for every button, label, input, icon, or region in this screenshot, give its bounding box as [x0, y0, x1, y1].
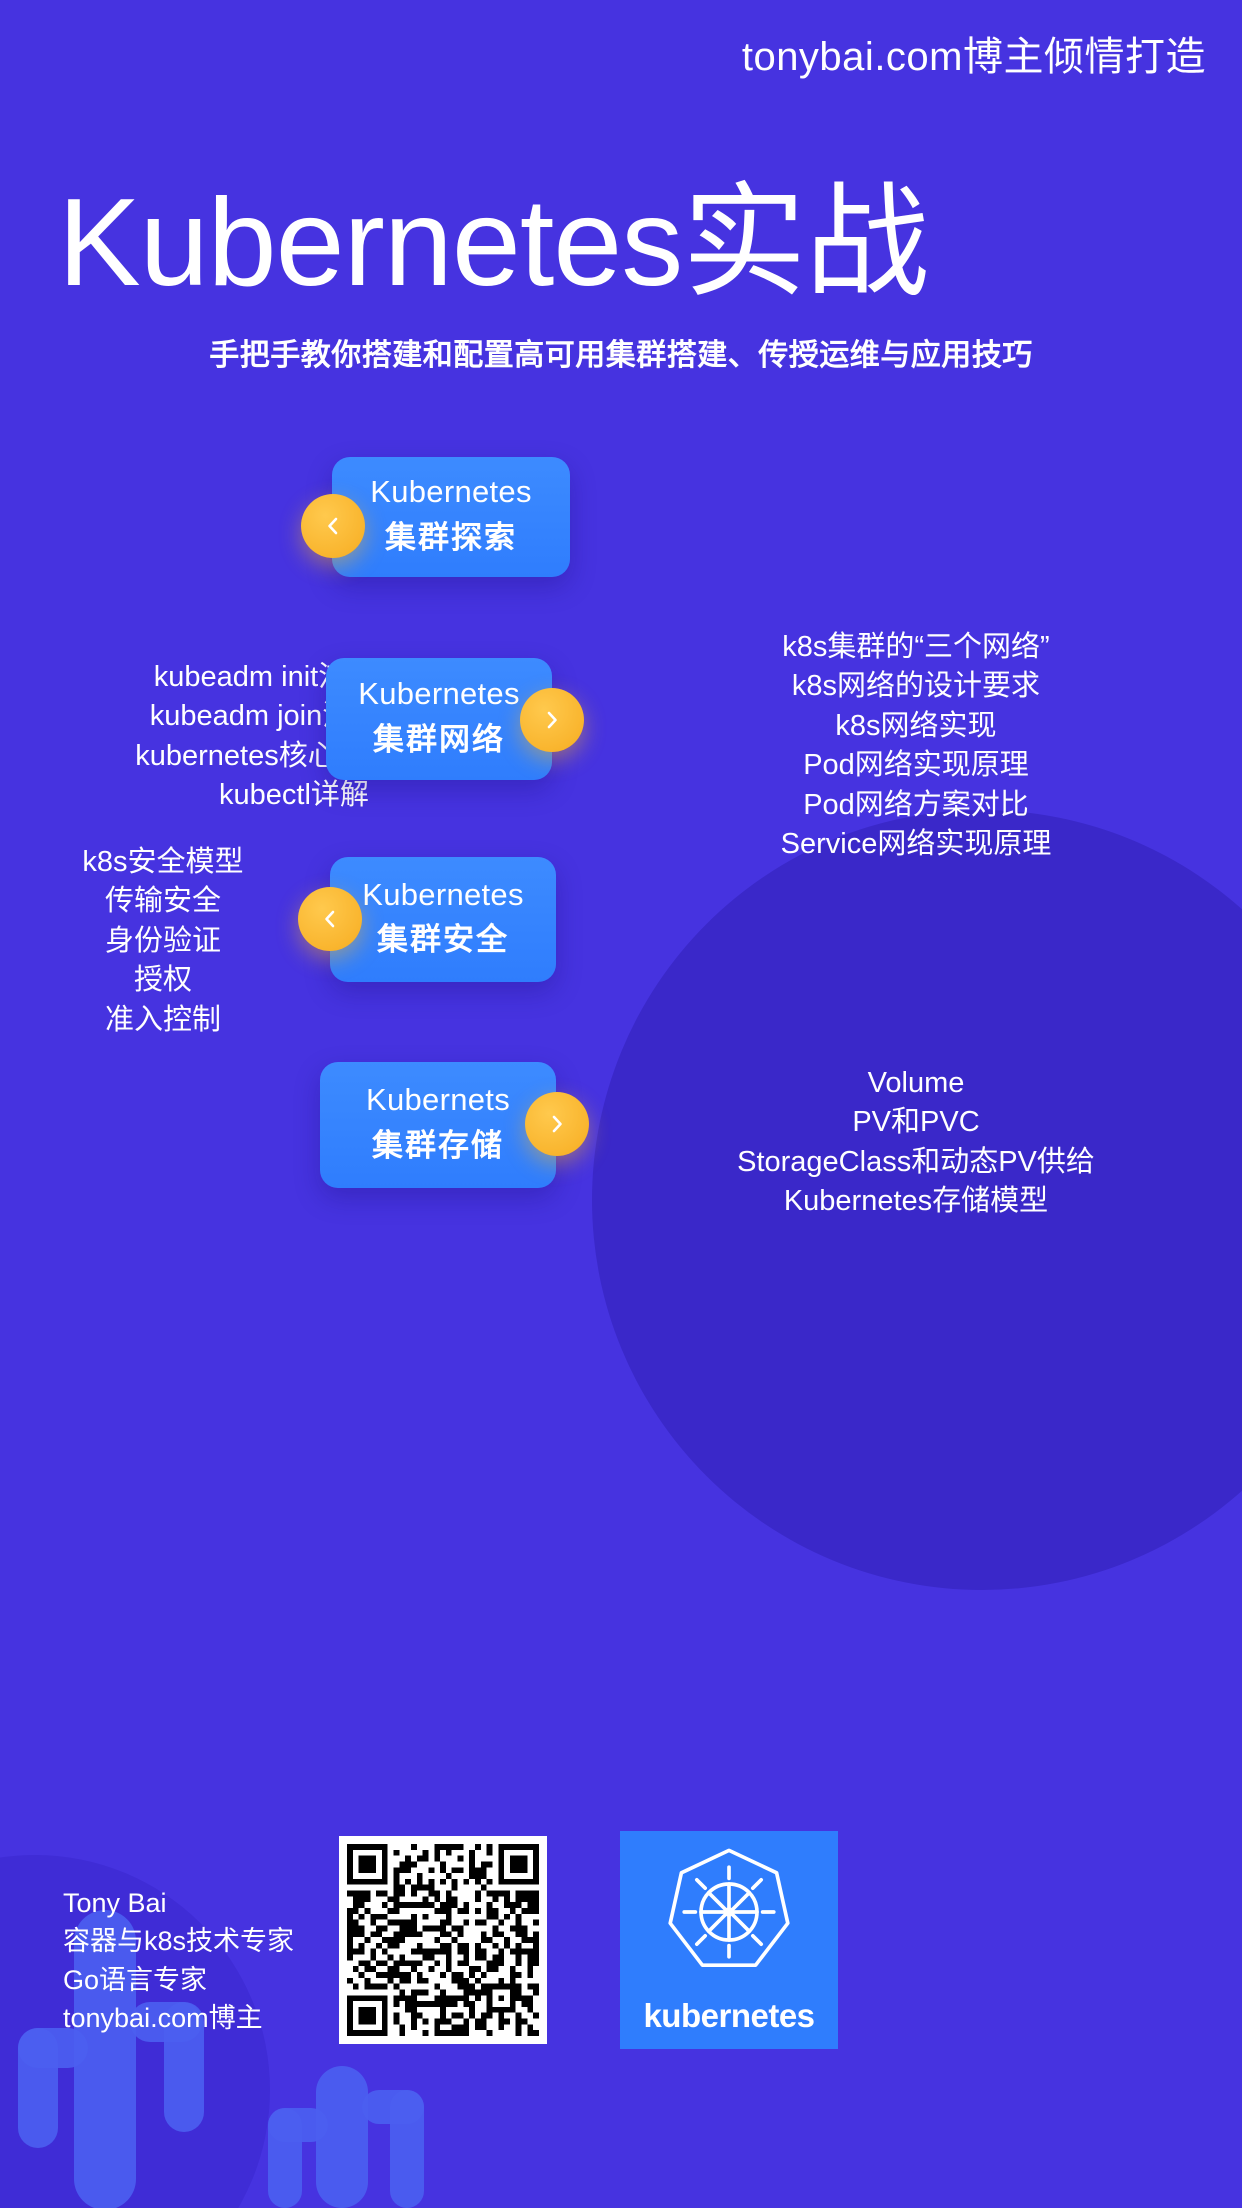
author-name: Tony Bai [63, 1888, 167, 1918]
chevron-right-icon [540, 708, 564, 732]
page-title: Kubernetes实战 [58, 174, 929, 312]
kubernetes-wordmark: kubernetes [643, 1996, 815, 2034]
bullet-item: k8s网络的设计要求 [791, 670, 1041, 703]
cactus-decoration-small [268, 2066, 438, 2208]
bullet-item: k8s集群的“三个网络” [782, 631, 1050, 663]
bullet-item: Pod网络方案对比 [803, 788, 1029, 821]
topic-bullets-3: k8s安全模型 传输安全 身份验证 授权 准入控制 [14, 843, 312, 1040]
topic-card-1[interactable]: Kubernetes 集群探索 [332, 457, 570, 577]
topic-bullets-4: Volume PV和PVC StorageClass和动态PV供给 Kubern… [600, 1064, 1232, 1222]
bullet-item: kubectl详解 [219, 779, 369, 812]
bullet-item: Kubernetes存储模型 [783, 1185, 1049, 1218]
chevron-left-icon [321, 514, 345, 538]
bullet-item: Volume [867, 1067, 965, 1099]
bullet-item: PV和PVC [852, 1106, 980, 1139]
author-site: tonybai.com博主 [63, 2002, 263, 2033]
topic-card-4[interactable]: Kubernets 集群存储 [320, 1062, 556, 1188]
bullet-item: k8s安全模型 [82, 846, 244, 878]
bullet-item: k8s网络实现 [835, 709, 997, 742]
chevron-right-icon [545, 1112, 569, 1136]
card-title: Kubernets [365, 1082, 511, 1118]
bullet-item: Service网络实现原理 [780, 828, 1052, 861]
bullet-item: 准入控制 [104, 1003, 221, 1036]
nav-knob-right-4[interactable] [525, 1092, 589, 1156]
card-subtitle: 集群安全 [377, 922, 509, 958]
card-subtitle: 集群网络 [373, 721, 505, 757]
card-subtitle: 集群探索 [385, 519, 517, 555]
bullet-item: 身份验证 [104, 924, 221, 957]
cactus-decoration-large [18, 1910, 218, 2208]
topic-bullets-2: k8s集群的“三个网络” k8s网络的设计要求 k8s网络实现 Pod网络实现原… [602, 628, 1230, 865]
topic-card-2[interactable]: Kubernetes 集群网络 [326, 658, 552, 780]
card-title: Kubernetes [370, 474, 532, 510]
topic-card-3[interactable]: Kubernetes 集群安全 [330, 857, 556, 982]
bullet-item: StorageClass和动态PV供给 [737, 1145, 1095, 1178]
qr-code-canvas [347, 1844, 539, 2036]
brand-top-line: tonybai.com博主倾情打造 [741, 35, 1206, 79]
bullet-item: 授权 [133, 964, 192, 997]
bullet-item: Pod网络实现原理 [803, 749, 1029, 782]
author-role-2: Go语言专家 [63, 1964, 208, 1995]
kubernetes-helm-wheel-icon [659, 1842, 799, 1987]
chevron-left-icon [318, 907, 342, 931]
card-title: Kubernetes [358, 676, 520, 712]
nav-knob-right-2[interactable] [520, 688, 584, 752]
kubernetes-logo-panel: kubernetes [620, 1831, 838, 2049]
bullet-item: 传输安全 [104, 885, 221, 918]
card-title: Kubernetes [362, 876, 524, 912]
nav-knob-left-3[interactable] [298, 887, 362, 951]
nav-knob-left-1[interactable] [301, 494, 365, 558]
card-subtitle: 集群存储 [372, 1127, 504, 1163]
page-subtitle: 手把手教你搭建和配置高可用集群搭建、传授运维与应用技巧 [209, 339, 1033, 372]
qr-code[interactable] [339, 1836, 547, 2044]
author-info: Tony Bai 容器与k8s技术专家 Go语言专家 tonybai.com博主 [63, 1884, 294, 2037]
author-role-1: 容器与k8s技术专家 [63, 1926, 295, 1957]
